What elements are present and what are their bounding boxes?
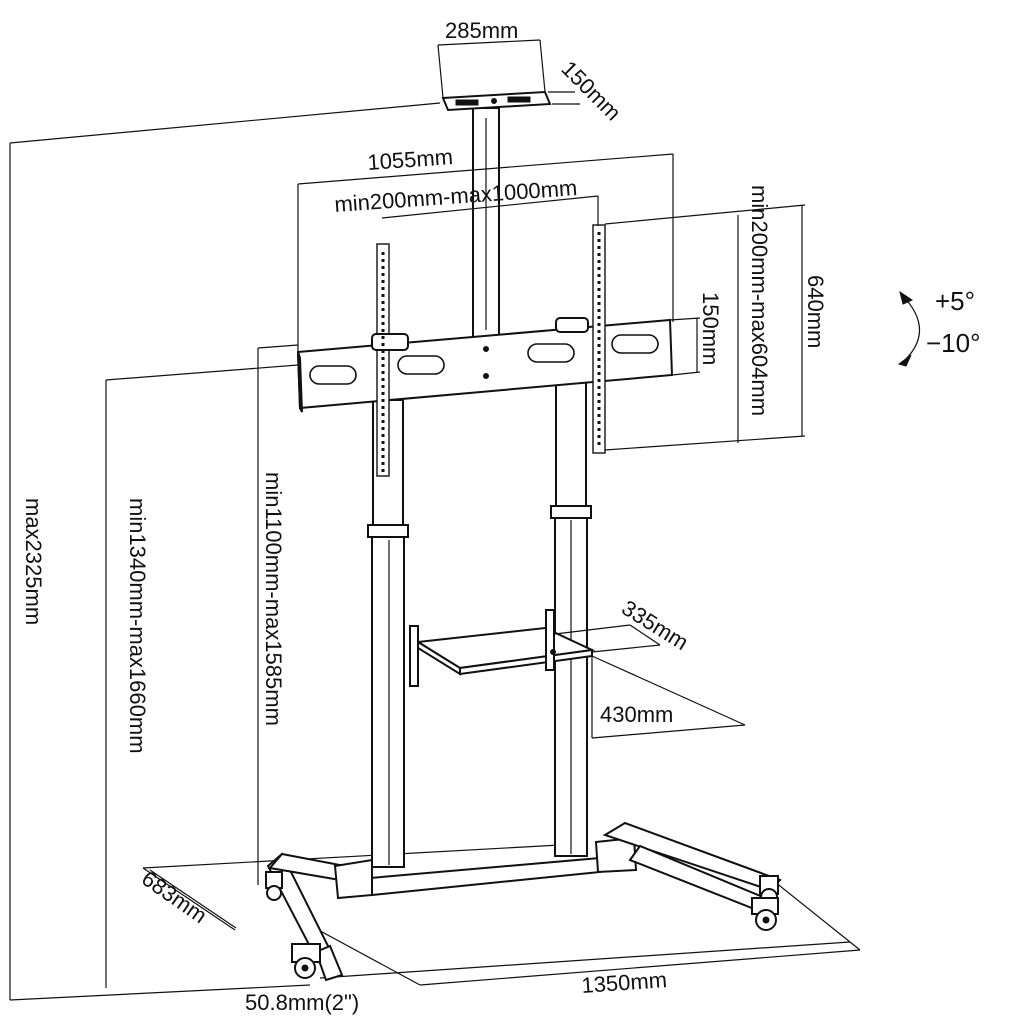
rail-hole [597, 274, 601, 277]
bracket-dimension-lines [105, 153, 806, 988]
label-vesa-vertical: min200mm-max604mm [747, 185, 772, 416]
rail-hole [381, 455, 385, 458]
rail-hole [381, 434, 385, 437]
rail-hole [381, 441, 385, 444]
rail-hole [597, 246, 601, 249]
rail-hole [597, 330, 601, 333]
rail-hole [381, 350, 385, 353]
label-camera-shelf-depth: 150mm [556, 56, 626, 126]
rail-hole [381, 273, 385, 276]
rail-hole [597, 232, 601, 235]
rail-hole [597, 358, 601, 361]
rail-hole [381, 420, 385, 423]
rail-hole [597, 372, 601, 375]
label-tilt-down: −10° [926, 328, 981, 358]
rail-hole [597, 407, 601, 410]
rail-hole [597, 309, 601, 312]
camera-shelf-dimension [437, 39, 580, 105]
rail-hole [381, 252, 385, 255]
rail-hole [381, 308, 385, 311]
rail-hole [381, 427, 385, 430]
rail-hole [597, 428, 601, 431]
rail-hole [381, 266, 385, 269]
rail-hole [597, 288, 601, 291]
rail-hole [381, 280, 385, 283]
rail-hole [381, 462, 385, 465]
rail-hole [597, 281, 601, 284]
label-bracket-bottom-height: min1100mm-max1585mm [261, 472, 286, 726]
rail-hole [597, 379, 601, 382]
rail-hole [597, 337, 601, 340]
av-shelf-dimension [554, 624, 746, 739]
label-base-depth: 683mm [137, 866, 211, 929]
caster-front-right [751, 897, 779, 931]
av-shelf [409, 609, 596, 687]
label-bracket-width: 1055mm [367, 144, 454, 175]
rail-hole [381, 406, 385, 409]
rail-hole [381, 259, 385, 262]
rail-hole [597, 302, 601, 305]
tilt-arrow-icon [897, 290, 921, 367]
rail-hole [597, 442, 601, 445]
label-camera-shelf-width: 285mm [445, 18, 518, 43]
rail-hole [381, 329, 385, 332]
rail-hole [597, 351, 601, 354]
label-screen-center-height: min1340mm-max1660mm [125, 498, 150, 754]
camera-mount [441, 90, 552, 341]
rail-hole [381, 392, 385, 395]
label-crossbar-height: 150mm [698, 292, 723, 365]
rail-hole [381, 399, 385, 402]
rail-hole [381, 322, 385, 325]
rail-hole [597, 344, 601, 347]
rail-hole [381, 385, 385, 388]
label-tilt-up: +5° [935, 286, 975, 316]
rail-hole [597, 316, 601, 319]
rail-hole [381, 294, 385, 297]
label-overall-height: max2325mm [21, 498, 46, 625]
rail-hole [597, 386, 601, 389]
rail-hole [597, 260, 601, 263]
base-frame [266, 821, 782, 982]
label-av-shelf-width: 430mm [600, 702, 673, 727]
rail-hole [381, 378, 385, 381]
wall-plane [9, 102, 441, 1001]
rail-hole [381, 301, 385, 304]
rail-hole [381, 315, 385, 318]
rail-hole [381, 287, 385, 290]
rail-hole [597, 421, 601, 424]
rail-hole [381, 469, 385, 472]
rail-hole [381, 343, 385, 346]
rail-hole [381, 357, 385, 360]
rail-hole [381, 413, 385, 416]
rail-hole [597, 435, 601, 438]
right-post [550, 329, 592, 857]
rail-hole [597, 323, 601, 326]
rail-hole [381, 364, 385, 367]
rail-hole [597, 253, 601, 256]
rail-hole [597, 393, 601, 396]
rail-hole [381, 448, 385, 451]
rail-hole [597, 295, 601, 298]
rail-hole [597, 365, 601, 368]
rail-hole [597, 267, 601, 270]
caster-back-left [265, 871, 283, 901]
caster-front-left [291, 943, 321, 979]
label-bracket-height: 640mm [803, 275, 828, 348]
label-caster-size: 50.8mm(2") [245, 990, 359, 1015]
rail-hole [381, 371, 385, 374]
rail-hole [597, 414, 601, 417]
label-base-width: 1350mm [581, 967, 668, 998]
rail-perforations [381, 232, 601, 472]
rail-hole [381, 336, 385, 339]
rail-hole [597, 400, 601, 403]
rail-hole [597, 239, 601, 242]
